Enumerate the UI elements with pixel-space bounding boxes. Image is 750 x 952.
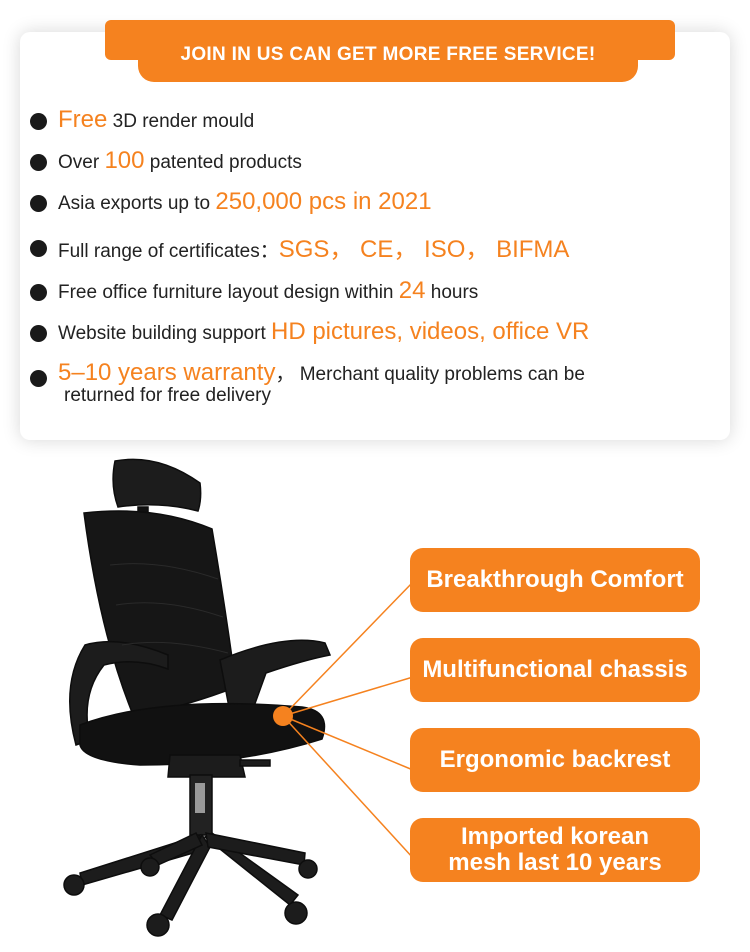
feature-item: Website building support HD pictures, vi…: [30, 318, 710, 346]
feature-text: Over: [58, 152, 105, 173]
bullet-icon: [30, 325, 47, 342]
feature-highlight: 5–10 years warranty: [58, 359, 276, 386]
feature-item: Free office furniture layout design with…: [30, 277, 710, 305]
feature-text-line2: returned for free delivery: [64, 385, 271, 406]
feature-highlight: Free: [58, 106, 108, 133]
bullet-icon: [30, 195, 47, 212]
feature-highlight: 250,000 pcs in 2021: [215, 188, 432, 215]
feature-item: Over 100 patented products: [30, 147, 710, 175]
bullet-icon: [30, 239, 47, 257]
bullet-icon: [30, 154, 47, 171]
bullet-icon: [30, 370, 47, 387]
feature-text: hours: [425, 282, 479, 303]
feature-item: Free 3D render mould: [30, 106, 710, 134]
feature-item: Full range of certificates：SGS， CE， ISO，…: [30, 229, 710, 264]
feature-item: 5–10 years warranty， Merchant quality pr…: [30, 359, 710, 407]
feature-text: 3D render mould: [107, 111, 255, 132]
feature-list: Free 3D render mould Over 100 patented p…: [30, 106, 710, 420]
feature-text: Website building support: [58, 323, 271, 344]
feature-text: Asia exports up to: [58, 193, 216, 214]
office-chair-image: [63, 458, 332, 937]
callout-imported-mesh: Imported korean mesh last 10 years: [410, 818, 700, 882]
callout-breakthrough-comfort: Breakthrough Comfort: [410, 548, 700, 612]
feature-highlight: SGS， CE， ISO， BIFMA: [278, 236, 570, 263]
bullet-icon: [30, 284, 47, 301]
callout-multifunctional-chassis: Multifunctional chassis: [410, 638, 700, 702]
callout-ergonomic-backrest: Ergonomic backrest: [410, 728, 700, 792]
feature-highlight: 100: [104, 147, 145, 174]
hotspot-icon: [273, 706, 293, 726]
feature-text: ， Merchant quality problems can be: [275, 364, 585, 385]
banner-title: JOIN IN US CAN GET MORE FREE SERVICE!: [138, 28, 638, 82]
feature-highlight: HD pictures, videos, office VR: [271, 318, 590, 345]
feature-text: patented products: [144, 152, 302, 173]
feature-text: Free office furniture layout design with…: [58, 282, 399, 303]
feature-text: Full range of certificates：: [58, 241, 279, 262]
service-card: [20, 32, 730, 440]
feature-highlight: 24: [398, 277, 426, 304]
feature-item: Asia exports up to 250,000 pcs in 2021: [30, 188, 710, 216]
bullet-icon: [30, 113, 47, 130]
